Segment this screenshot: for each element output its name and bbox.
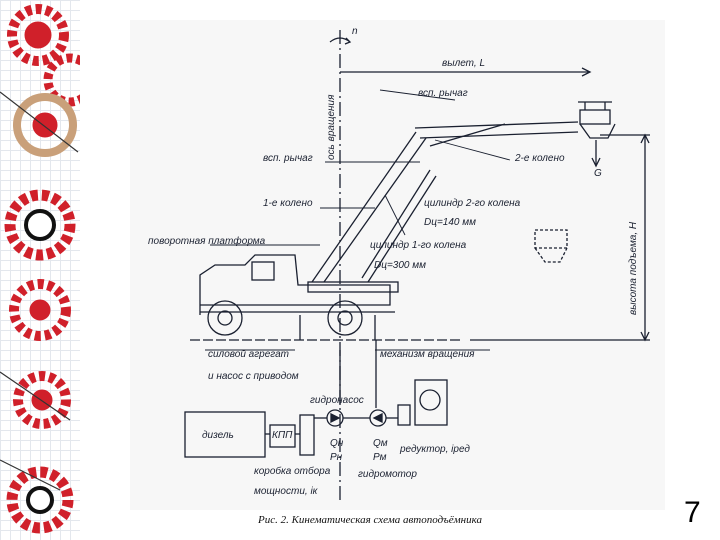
hydraulic-scheme — [184, 340, 448, 458]
label-rotation-axis: ось вращения — [326, 94, 337, 160]
label-qn: Qн — [330, 438, 344, 449]
label-lift-height: высота подъема, H — [628, 221, 639, 315]
kinematic-scheme-drawing: ось вращения n вылет, L всп. рычаг 2-е к… — [130, 20, 665, 510]
figure-caption: Рис. 2. Кинематическая схема автоподъёмн… — [258, 514, 482, 526]
gear-icon — [43, 53, 80, 107]
label-diameter-2: Dц=140 мм — [424, 217, 476, 228]
label-reducer: редуктор, iред — [400, 444, 470, 455]
label-pm: Pм — [373, 452, 387, 463]
label-cylinder-1: цилиндр 1-го колена — [370, 240, 467, 251]
label-gearbox: КПП — [272, 430, 293, 441]
truck-chassis — [199, 254, 395, 340]
work-basket — [578, 101, 616, 139]
label-cylinder-2: цилиндр 2-го колена — [424, 198, 521, 209]
label-pto-1: коробка отбора — [254, 466, 331, 477]
label-load-g: G — [594, 168, 602, 179]
label-knee-2: 2-е колено — [515, 153, 565, 164]
label-reach: вылет, L — [442, 58, 486, 69]
label-knee-1: 1-е колено — [263, 198, 313, 209]
gear-icon — [9, 279, 71, 341]
second-boom — [414, 121, 579, 147]
gear-icon — [13, 371, 71, 429]
label-aux-lever-left: всп. рычаг — [263, 153, 313, 164]
gear-icon — [13, 93, 77, 157]
label-rotating-platform: поворотная платформа — [148, 236, 266, 247]
label-hydraulic-pump: гидронасос — [310, 395, 364, 406]
scheme-lines — [184, 30, 650, 500]
label-aux-lever-top: всп. рычаг — [418, 88, 468, 99]
rotating-platform — [307, 281, 399, 293]
label-qm: Qм — [373, 438, 388, 449]
label-pump-drive: и насос с приводом — [208, 371, 299, 382]
label-power-unit: силовой агрегат — [208, 349, 289, 360]
label-n: n — [352, 26, 358, 37]
gear-icon — [6, 466, 74, 534]
label-pn: Pн — [330, 452, 343, 463]
label-diesel: дизель — [202, 430, 234, 441]
lowered-basket — [534, 229, 568, 263]
label-diameter-1: Dц=300 мм — [374, 260, 426, 271]
label-pto-2: мощности, iк — [254, 486, 318, 497]
gear-icon — [4, 189, 76, 261]
rotation-arrow — [329, 37, 352, 45]
label-rotation-mechanism: механизм вращения — [380, 349, 475, 360]
grid-background — [0, 0, 80, 540]
decorative-gears-strip — [0, 4, 80, 534]
label-hydromotor: гидромотор — [358, 469, 417, 480]
page-number: 7 — [684, 496, 701, 529]
gear-icon — [7, 4, 69, 66]
